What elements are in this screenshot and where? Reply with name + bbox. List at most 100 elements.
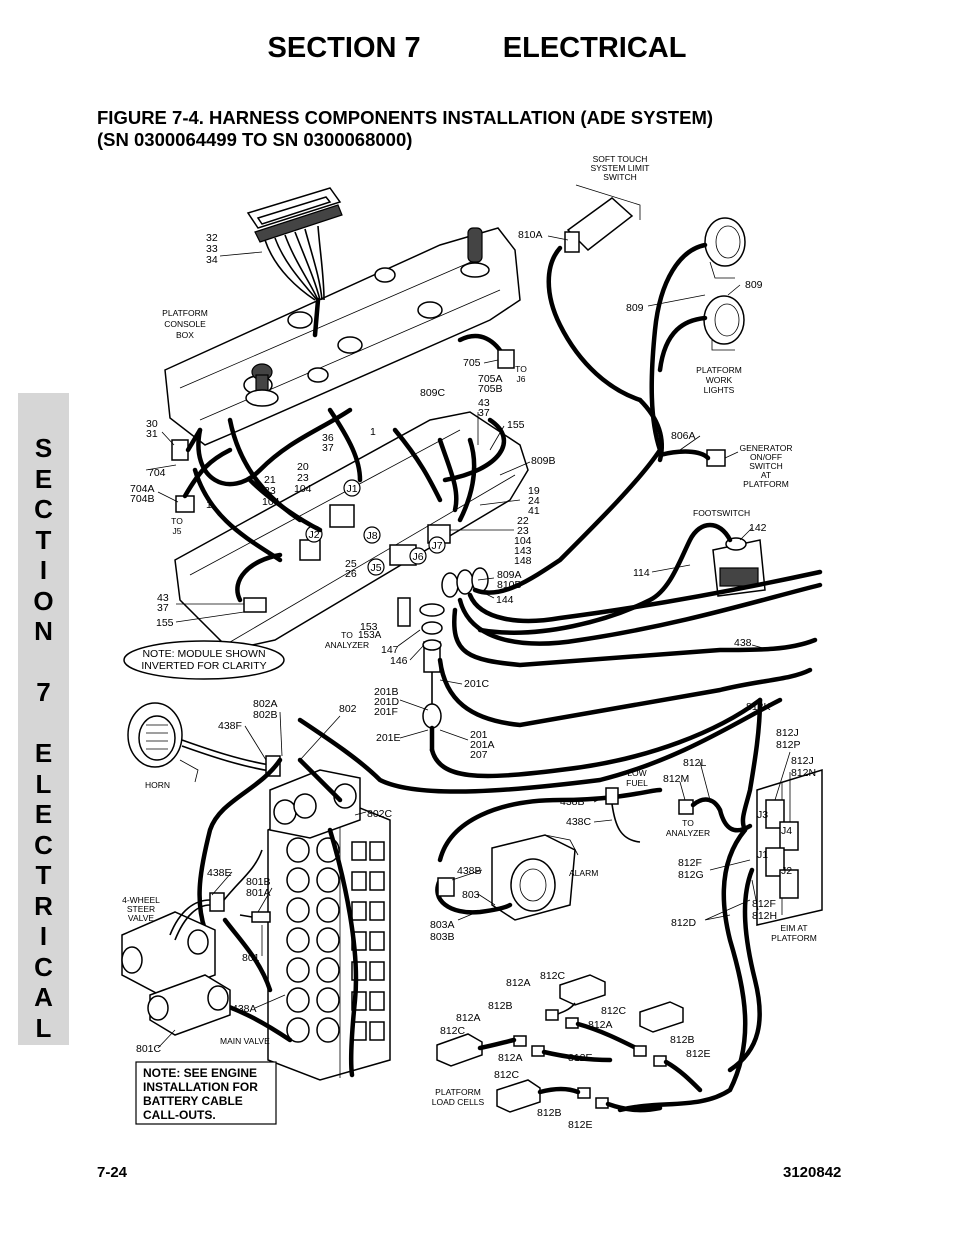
callout-809: 809 bbox=[626, 302, 644, 314]
note-engine-line1: NOTE: SEE ENGINE bbox=[143, 1066, 257, 1080]
caption-to-analyzer-2a: TO bbox=[682, 818, 694, 828]
joystick-left bbox=[245, 363, 279, 407]
valve-coil bbox=[286, 927, 310, 953]
callout-37: 37 bbox=[322, 442, 334, 454]
callout-812g: 812G bbox=[678, 869, 704, 881]
caption-to-analyzer-1a: TO bbox=[341, 630, 353, 640]
caption-to-j5-b: J5 bbox=[173, 526, 182, 536]
callout-1b: 1 bbox=[206, 499, 212, 511]
callout-802a: 802A bbox=[253, 698, 278, 710]
caption-4ws-2: STEER bbox=[127, 904, 155, 914]
callout-201c: 201C bbox=[464, 678, 490, 690]
callout-207: 207 bbox=[470, 749, 488, 761]
caption-alarm: ALARM bbox=[569, 868, 598, 878]
caption-to-j6-b: J6 bbox=[517, 374, 526, 384]
load-cell-2 bbox=[633, 1001, 703, 1093]
caption-low-fuel-2: FUEL bbox=[626, 778, 648, 788]
section-number: SECTION 7 bbox=[267, 32, 421, 64]
side-tab-letter: R bbox=[34, 890, 53, 921]
callout-144: 144 bbox=[496, 594, 514, 606]
work-light-upper bbox=[704, 217, 746, 279]
valve-coil-cap bbox=[369, 1021, 385, 1041]
side-tab-letter: N bbox=[34, 616, 53, 646]
callout-201: 201 bbox=[470, 729, 488, 741]
eim-connector-j4: J4 bbox=[781, 825, 792, 837]
callout-812c-2: 812C bbox=[440, 1025, 466, 1037]
callout-812f-a: 812F bbox=[678, 857, 702, 869]
caption-generator-3: SWITCH bbox=[749, 461, 783, 471]
caption-to-analyzer-2b: ANALYZER bbox=[666, 828, 710, 838]
callout-801: 801 bbox=[242, 952, 260, 964]
callout-802: 802 bbox=[339, 703, 357, 715]
document-number: 3120842 bbox=[783, 1164, 842, 1181]
connector-438e bbox=[169, 849, 263, 941]
callout-37-bot: 37 bbox=[157, 602, 169, 614]
valve-upper-block bbox=[269, 769, 361, 839]
caption-to-j6-a: TO bbox=[515, 364, 527, 374]
callout-104a: 104 bbox=[294, 483, 312, 495]
caption-generator-1: GENERATOR bbox=[739, 443, 792, 453]
eim-harness bbox=[617, 807, 762, 1113]
caption-work-lights-2: WORK bbox=[706, 375, 733, 385]
note-module-line2: INVERTED FOR CLARITY bbox=[141, 660, 266, 672]
note-engine-box: NOTE: SEE ENGINE INSTALLATION FOR BATTER… bbox=[135, 1061, 277, 1125]
four-wheel-steer-valve bbox=[121, 911, 231, 1036]
caption-soft-touch-2: SYSTEM LIMIT bbox=[590, 163, 649, 173]
side-tab-letter: T bbox=[35, 524, 52, 555]
callout-812b-1: 812B bbox=[488, 1000, 513, 1012]
callout-146: 146 bbox=[390, 655, 408, 667]
callout-812a-4: 812A bbox=[498, 1052, 523, 1064]
alarm bbox=[435, 834, 579, 921]
callout-438e: 438E bbox=[207, 867, 232, 879]
valve-coil bbox=[286, 1017, 310, 1043]
caption-work-lights-1: PLATFORM bbox=[696, 365, 742, 375]
side-tab-letter: A bbox=[34, 982, 53, 1012]
valve-coil bbox=[286, 987, 310, 1013]
horn bbox=[127, 702, 271, 783]
valve-coil bbox=[316, 1017, 340, 1043]
connector-j7: J7 bbox=[431, 540, 442, 552]
valve-coil-cap bbox=[369, 961, 385, 981]
caption-console-2: CONSOLE bbox=[164, 319, 206, 329]
sender-801 bbox=[239, 911, 271, 923]
connector-43-37-bot bbox=[243, 597, 267, 613]
note-module-line1: NOTE: MODULE SHOWN bbox=[142, 648, 265, 660]
callout-19: 19 bbox=[528, 485, 540, 497]
callout-37-top: 37 bbox=[478, 407, 490, 419]
callout-21: 21 bbox=[264, 474, 276, 486]
caption-generator-4: AT bbox=[761, 470, 771, 480]
caption-low-fuel-1: LOW bbox=[627, 768, 646, 778]
eim-connector-j1: J1 bbox=[757, 849, 768, 861]
caption-4ws-1: 4-WHEEL bbox=[122, 895, 160, 905]
soft-touch-limit-switch bbox=[546, 184, 643, 403]
callout-809b: 809B bbox=[531, 455, 556, 467]
callout-803b: 803B bbox=[430, 931, 455, 943]
valve-coil-cap bbox=[351, 901, 367, 921]
caption-console-1: PLATFORM bbox=[162, 308, 208, 318]
side-tab-letter: E bbox=[34, 799, 53, 829]
callout-43-bot: 43 bbox=[157, 592, 169, 604]
side-tab-letter: C bbox=[34, 494, 53, 524]
valve-coil bbox=[316, 927, 340, 953]
connector-j6-badge: J6 bbox=[409, 547, 427, 565]
callout-809-top: 809 bbox=[745, 279, 763, 291]
callout-802c: 802C bbox=[367, 808, 393, 820]
callout-705a: 705A bbox=[478, 373, 503, 385]
callout-812j-a: 812J bbox=[776, 727, 799, 739]
caption-footswitch: FOOTSWITCH bbox=[693, 508, 750, 518]
callout-155-top: 155 bbox=[507, 419, 525, 431]
callout-22: 22 bbox=[517, 515, 529, 527]
callout-201a: 201A bbox=[470, 739, 495, 751]
valve-coil-cap bbox=[351, 871, 367, 891]
valve-harness bbox=[197, 757, 359, 1078]
callout-812b-2: 812B bbox=[670, 1034, 695, 1046]
callout-26: 26 bbox=[345, 568, 357, 580]
callout-810b: 810B bbox=[497, 579, 522, 591]
main-cable-runs bbox=[297, 569, 823, 863]
valve-coil-cap bbox=[369, 871, 385, 891]
callout-153a: 153A bbox=[358, 630, 382, 641]
valve-coil-cap bbox=[369, 901, 385, 921]
callout-810a: 810A bbox=[518, 229, 543, 241]
callout-704: 704 bbox=[148, 467, 166, 479]
